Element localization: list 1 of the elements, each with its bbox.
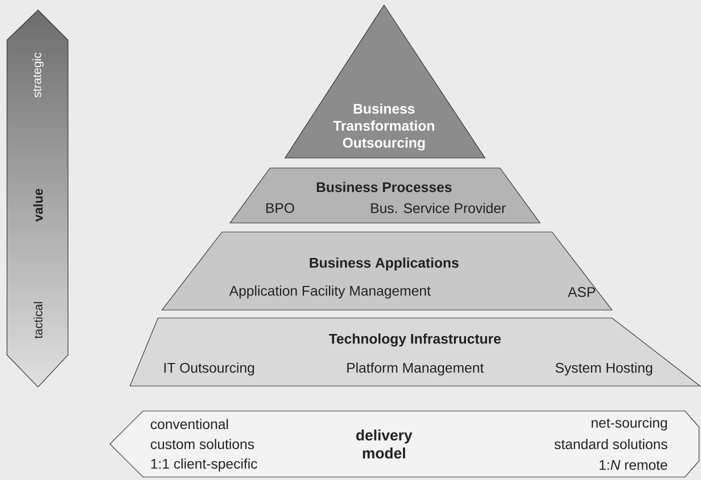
pyramid-layer: Technology Infrastructure IT Outsourcing Platform Management System Hosting [130, 318, 701, 386]
